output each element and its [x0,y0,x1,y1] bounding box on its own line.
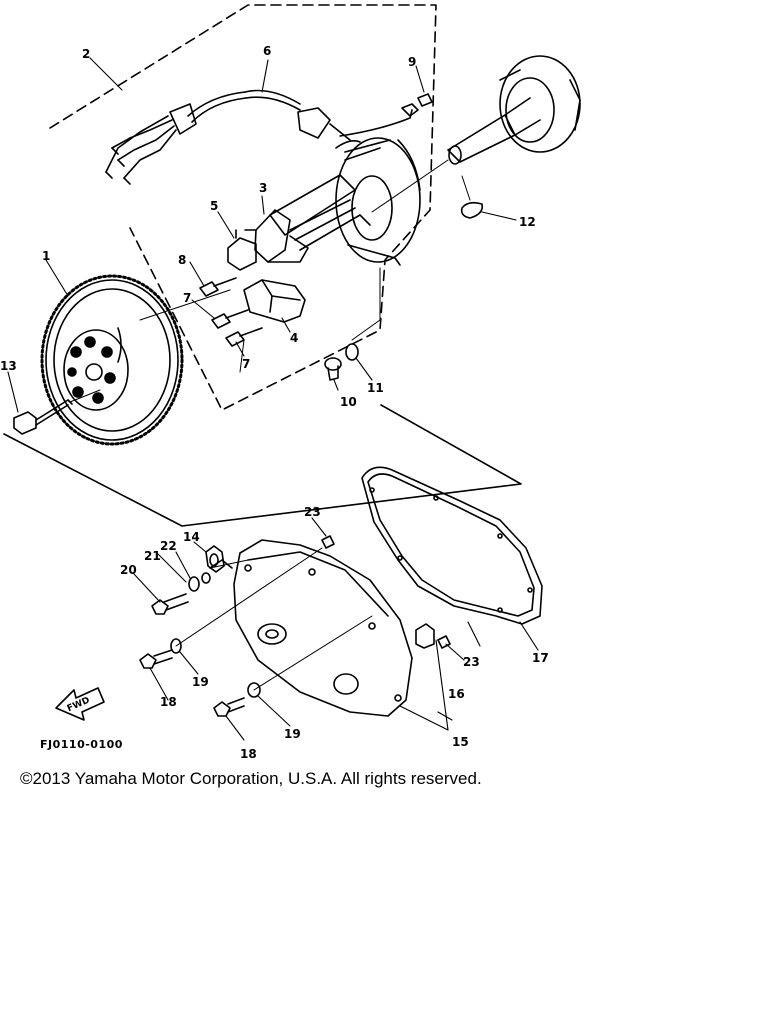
stator-assembly-boundary [49,4,437,411]
callout-11: 11 [367,381,384,395]
wire-harness [105,89,351,185]
callout-12: 12 [519,215,536,229]
flywheel [40,274,184,446]
assembly-lines [69,159,471,691]
washer [201,572,211,584]
callout-22: 22 [160,539,177,553]
callout-8: 8 [178,253,186,267]
callout-7a: 7 [183,291,191,305]
fwd-arrow-icon [55,687,105,721]
lighting-coil [227,229,257,271]
crankcase-cover [209,539,413,717]
source-coil [243,279,306,323]
flywheel-bolt [13,399,73,435]
callout-21: 21 [144,549,161,563]
stator-plate [335,137,421,266]
callout-6: 6 [263,44,271,58]
dowel-pin [415,623,435,649]
pickup-coil [269,174,371,251]
callout-18b: 18 [240,747,257,761]
callout-15: 15 [452,735,469,749]
figure-code: FJ0110-0100 [40,738,123,751]
callout-17: 17 [532,651,549,665]
copyright-notice: ©2013 Yamaha Motor Corporation, U.S.A. A… [20,769,482,788]
callout-9: 9 [408,55,416,69]
fwd-label: FWD [66,696,92,715]
cover-bolt [139,649,173,669]
callout-13: 13 [0,359,17,373]
locating-pin [437,635,451,649]
callout-19a: 19 [192,675,209,689]
collar [205,545,225,573]
stator-washer [345,343,359,361]
cover-gasket [361,466,543,625]
washer [188,576,200,592]
callout-23b: 23 [463,655,480,669]
callout-18a: 18 [160,695,177,709]
cover-group-bracket [3,404,522,527]
callout-10: 10 [340,395,357,409]
ground-lead [339,93,433,137]
callout-4: 4 [290,331,298,345]
washer [170,638,182,654]
callout-20: 20 [120,563,137,577]
callout-labels: 1 2 3 4 5 6 7 7 8 9 10 11 12 13 14 15 16… [0,44,549,761]
callout-23a: 23 [304,505,321,519]
washer [247,682,261,698]
callout-16: 16 [448,687,465,701]
callout-19b: 19 [284,727,301,741]
callout-5: 5 [210,199,218,213]
crankshaft-end [447,55,581,165]
callout-3: 3 [259,181,267,195]
charge-coil [244,209,309,263]
coil-screw [199,277,237,297]
locating-pin [321,535,335,549]
callout-1: 1 [42,249,50,263]
coil-screw [211,309,249,329]
leader-lines [7,57,539,741]
cover-bolt [213,697,245,717]
callout-2: 2 [82,47,90,61]
callout-7b: 7 [242,357,250,371]
woodruff-key [460,201,484,219]
exploded-parts-diagram: 1 2 3 4 5 6 7 7 8 9 10 11 12 13 14 15 16… [0,4,581,761]
callout-14: 14 [183,530,200,544]
cover-bolt [151,593,189,615]
stator-screw [324,357,342,381]
